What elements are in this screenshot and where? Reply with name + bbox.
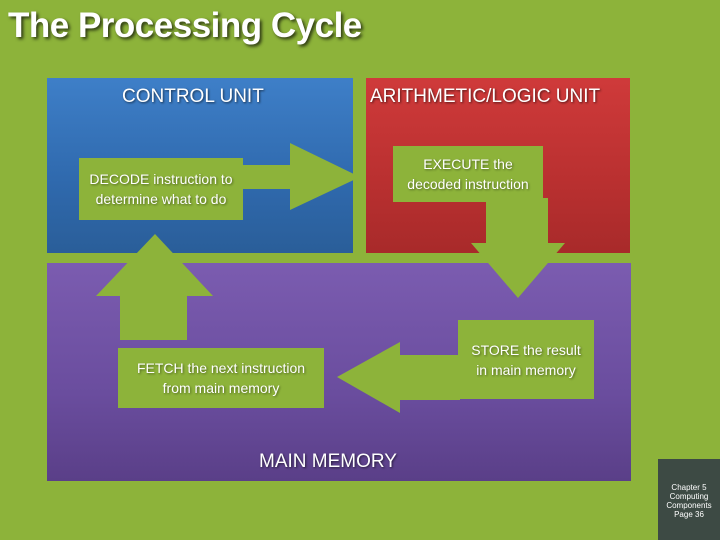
arrow-decode-to-execute bbox=[240, 143, 360, 210]
arrow-fetch-to-decode bbox=[96, 234, 213, 340]
chapter-badge-text: Chapter 5 Computing Components Page 36 bbox=[666, 483, 712, 519]
decode-step: DECODE instruction to determine what to … bbox=[79, 158, 243, 220]
fetch-step-text: FETCH the next instruction from main mem… bbox=[136, 360, 306, 396]
execute-step: EXECUTE the decoded instruction bbox=[393, 146, 543, 202]
control-unit-label: CONTROL UNIT bbox=[122, 86, 264, 107]
slide-title: The Processing Cycle bbox=[8, 6, 362, 45]
fetch-step: FETCH the next instruction from main mem… bbox=[118, 348, 324, 408]
store-step: STORE the result in main memory bbox=[458, 320, 594, 399]
arrow-store-to-fetch bbox=[337, 342, 460, 413]
alu-label: ARITHMETIC/LOGIC UNIT bbox=[370, 86, 601, 107]
arrow-execute-to-store bbox=[471, 198, 565, 298]
decode-step-text: DECODE instruction to determine what to … bbox=[89, 171, 233, 207]
execute-step-text: EXECUTE the decoded instruction bbox=[407, 156, 529, 192]
main-memory-label: MAIN MEMORY bbox=[259, 451, 397, 472]
chapter-badge: Chapter 5 Computing Components Page 36 bbox=[658, 459, 720, 540]
store-step-text: STORE the result in main memory bbox=[471, 341, 581, 378]
